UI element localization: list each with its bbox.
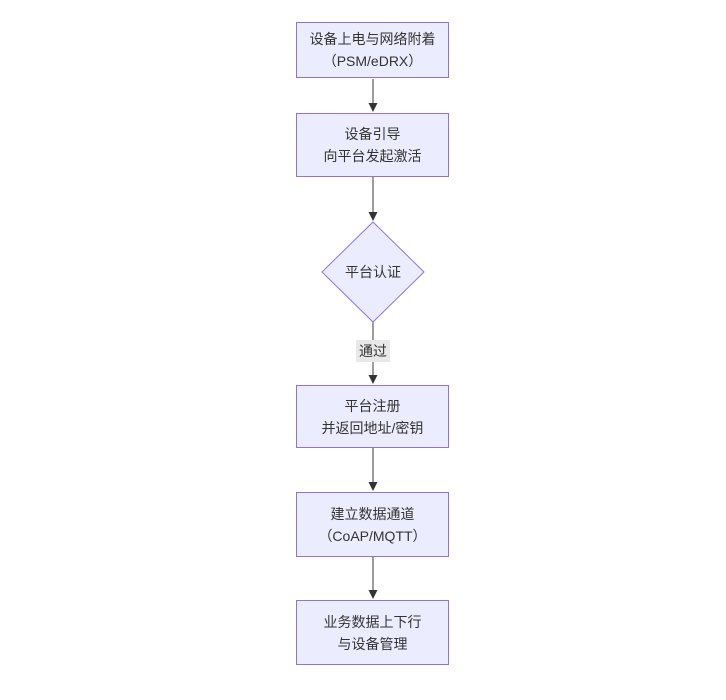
node-label-line: 设备引导: [344, 126, 401, 142]
arrowhead-icon: [368, 212, 378, 221]
node-platform-register: 平台注册 并返回地址/密钥: [296, 385, 449, 448]
node-label-line: 设备上电与网络附着: [309, 31, 436, 47]
node-power-on-attach: 设备上电与网络附着 （PSM/eDRX）: [296, 22, 449, 78]
arrowhead-icon: [368, 103, 378, 112]
arrowhead-icon: [368, 375, 378, 384]
node-label-line: （PSM/eDRX）: [322, 53, 423, 69]
node-label-line: 业务数据上下行: [323, 613, 422, 630]
edge-condition-label: 通过: [356, 340, 390, 362]
node-bootstrap-activate: 设备引导 向平台发起激活: [296, 113, 449, 177]
arrowhead-icon: [368, 590, 378, 599]
decision-diamond-shape: [321, 221, 425, 323]
decision-node-label: 平台认证: [345, 264, 401, 280]
node-label-line: 并返回地址/密钥: [321, 419, 424, 436]
node-data-channel: 建立数据通道 （CoAP/MQTT）: [296, 492, 449, 557]
arrowhead-icon: [368, 482, 378, 491]
node-label-line: 与设备管理: [337, 635, 408, 652]
node-label-line: 平台注册: [344, 397, 401, 414]
node-label-line: （CoAP/MQTT）: [318, 527, 427, 544]
node-business-data: 业务数据上下行 与设备管理: [296, 600, 449, 665]
node-label-line: 向平台发起激活: [323, 148, 422, 164]
node-label-line: 建立数据通道: [330, 505, 415, 522]
